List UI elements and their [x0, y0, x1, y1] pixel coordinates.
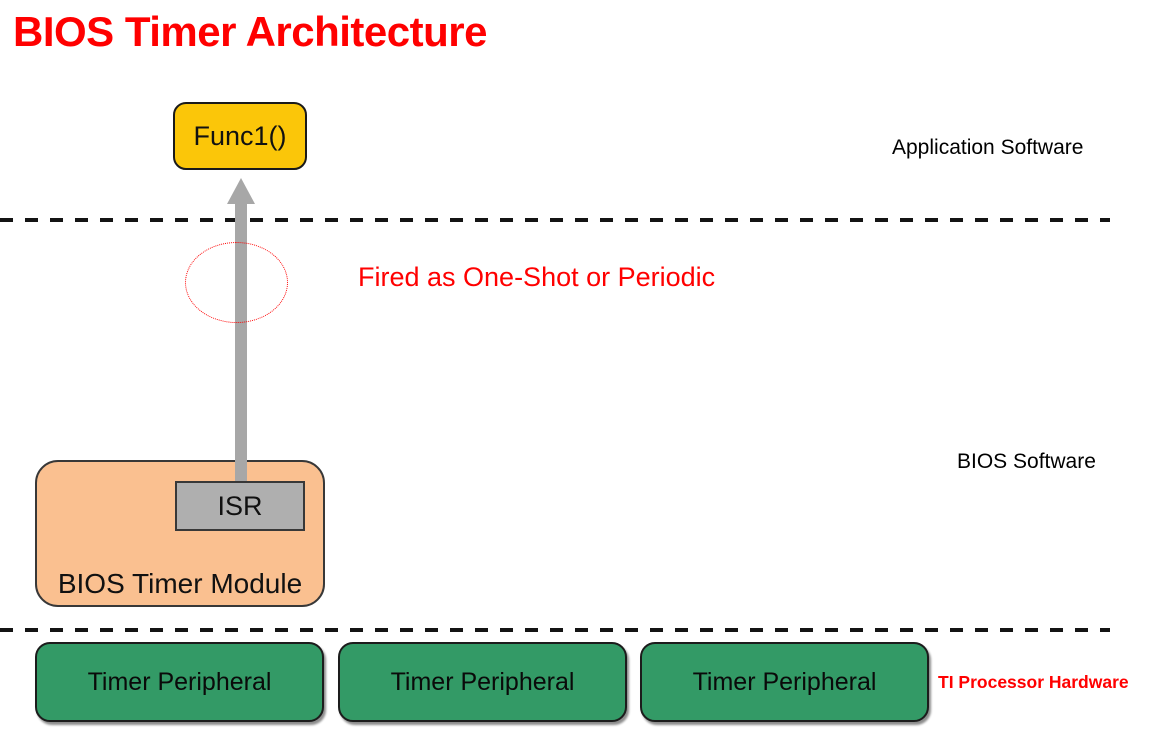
- page-title: BIOS Timer Architecture: [13, 8, 487, 55]
- timer-peripheral-node-1: Timer Peripheral: [35, 642, 324, 722]
- emphasis-ellipse: [185, 242, 288, 323]
- interrupt-arrow-head: [227, 178, 255, 204]
- application-software-label: Application Software: [892, 136, 1084, 159]
- timer-peripheral-label: Timer Peripheral: [87, 667, 272, 696]
- bios-timer-module-label: BIOS Timer Module: [57, 568, 303, 599]
- bios-software-label: BIOS Software: [957, 450, 1096, 473]
- func1-node: Func1(): [173, 102, 307, 170]
- timer-peripheral-label: Timer Peripheral: [390, 667, 575, 696]
- fired-annotation-text: Fired as One-Shot or Periodic: [358, 262, 716, 292]
- timer-peripheral-node-2: Timer Peripheral: [338, 642, 627, 722]
- ti-processor-hardware-label: TI Processor Hardware: [938, 672, 1129, 692]
- bios-hardware-divider-line: [0, 628, 1110, 632]
- timer-peripheral-label: Timer Peripheral: [692, 667, 877, 696]
- isr-node: ISR: [175, 481, 305, 531]
- application-bios-divider-line: [0, 218, 1110, 222]
- isr-node-label: ISR: [217, 490, 263, 521]
- func1-node-label: Func1(): [193, 120, 287, 151]
- timer-peripheral-node-3: Timer Peripheral: [640, 642, 929, 722]
